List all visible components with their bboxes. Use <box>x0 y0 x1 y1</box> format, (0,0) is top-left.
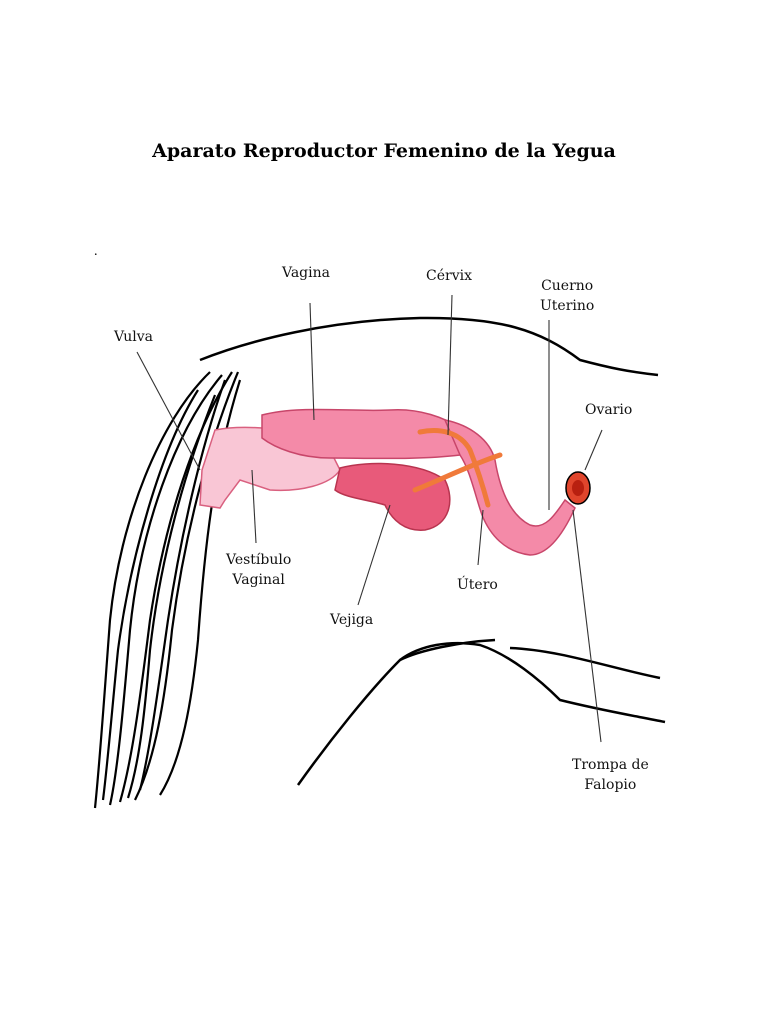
label-vagina: Vagina <box>282 265 330 281</box>
diagram-title: Aparato Reproductor Femenino de la Yegua <box>152 140 616 162</box>
leader-trompa <box>572 509 602 743</box>
thigh-outline <box>399 638 496 662</box>
leader-vulva <box>136 351 201 471</box>
leader-utero <box>477 509 484 566</box>
bladder-shape <box>334 462 451 531</box>
label-utero: Útero <box>457 577 498 593</box>
tail-strands <box>93 371 242 809</box>
uterus-shape <box>443 418 576 556</box>
label-trompa-de-falopio: Trompa de Falopio <box>572 757 649 793</box>
ovary-inner <box>572 480 584 496</box>
leader-lines <box>136 294 603 743</box>
leader-ovario <box>584 429 603 471</box>
label-vulva: Vulva <box>114 329 153 345</box>
stifle-outline <box>509 646 661 680</box>
leader-vejiga <box>357 504 391 606</box>
horse-back-outline <box>199 316 659 377</box>
label-vestibulo-vaginal: Vestíbulo Vaginal <box>226 552 292 588</box>
hind-leg-outline <box>296 641 666 786</box>
vagina-shape <box>261 408 471 460</box>
stray-mark: . <box>94 244 98 259</box>
leader-vestibulo <box>251 469 257 544</box>
label-cuerno-uterino: Cuerno Uterino <box>540 278 595 314</box>
label-ovario: Ovario <box>585 402 633 418</box>
uterine-horn-shape <box>412 452 503 493</box>
leader-cervix <box>447 294 453 436</box>
label-cervix: Cérvix <box>426 268 472 284</box>
cervix-shape <box>417 428 491 508</box>
leader-vagina <box>309 302 315 421</box>
label-vejiga: Vejiga <box>330 612 374 628</box>
